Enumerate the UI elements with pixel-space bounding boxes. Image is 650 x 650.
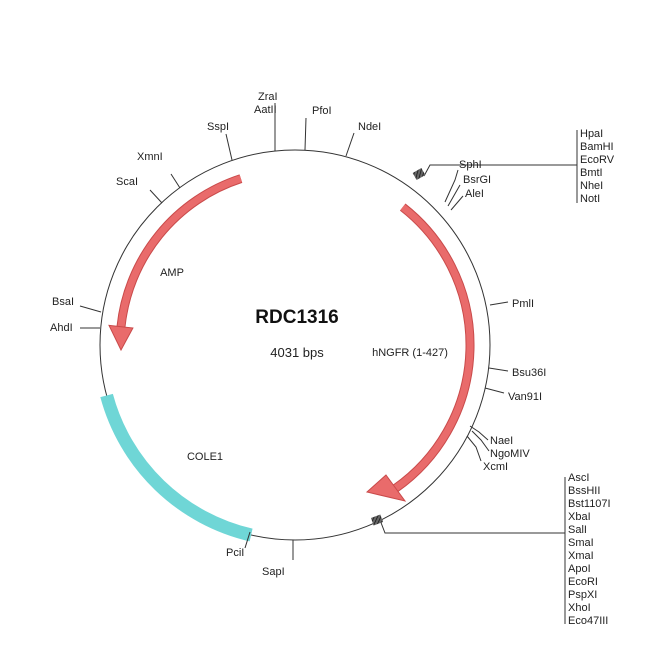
- site-xmni[interactable]: XmnI: [137, 151, 163, 163]
- mcs-site[interactable]: BmtI: [580, 167, 603, 179]
- site-ticks: [79, 103, 578, 624]
- mcs-site[interactable]: XbaI: [568, 511, 591, 523]
- mcs-site[interactable]: Bst1107I: [568, 498, 611, 510]
- site-sspi[interactable]: SspI: [207, 121, 229, 133]
- site-pmli[interactable]: PmlI: [512, 298, 534, 310]
- site-aatii[interactable]: AatII: [254, 104, 277, 116]
- amp-arrow[interactable]: [108, 174, 243, 352]
- site-xcmi[interactable]: XcmI: [483, 461, 508, 473]
- cole1-feature[interactable]: [100, 393, 253, 542]
- mcs-bottom-list: AscI BssHII Bst1107I XbaI SalI SmaI XmaI…: [568, 472, 611, 627]
- plasmid-size: 4031 bps: [270, 345, 324, 360]
- site-pfoi[interactable]: PfoI: [312, 105, 332, 117]
- site-bsu36i[interactable]: Bsu36I: [512, 367, 546, 379]
- mcs-site[interactable]: HpaI: [580, 128, 603, 140]
- mcs-site[interactable]: XhoI: [568, 602, 591, 614]
- site-sapi[interactable]: SapI: [262, 566, 285, 578]
- site-naei[interactable]: NaeI: [490, 435, 513, 447]
- site-ndei[interactable]: NdeI: [358, 121, 381, 133]
- mcs-top-marker: [412, 168, 426, 180]
- cole1-label: COLE1: [187, 451, 223, 463]
- mcs-site[interactable]: BssHII: [568, 485, 600, 497]
- site-bsrgi[interactable]: BsrGI: [463, 174, 491, 186]
- mcs-site[interactable]: XmaI: [568, 550, 594, 562]
- site-alei[interactable]: AleI: [465, 188, 484, 200]
- site-bsai[interactable]: BsaI: [52, 296, 74, 308]
- mcs-site[interactable]: AscI: [568, 472, 589, 484]
- backbone-circle: [99, 149, 491, 541]
- amp-label: AMP: [160, 267, 184, 279]
- hngfr-label: hNGFR (1-427): [372, 347, 448, 359]
- hngfr-arrow[interactable]: [365, 203, 475, 502]
- site-van91i[interactable]: Van91I: [508, 391, 542, 403]
- mcs-top-list: HpaI BamHI EcoRV BmtI NheI NotI: [580, 128, 615, 205]
- mcs-bottom-marker: [370, 514, 384, 526]
- mcs-site[interactable]: SalI: [568, 524, 587, 536]
- mcs-site[interactable]: SmaI: [568, 537, 594, 549]
- site-ahdi[interactable]: AhdI: [50, 322, 73, 334]
- mcs-site[interactable]: EcoRV: [580, 154, 615, 166]
- mcs-site[interactable]: EcoRI: [568, 576, 598, 588]
- plasmid-name: RDC1316: [255, 307, 338, 328]
- mcs-site[interactable]: BamHI: [580, 141, 614, 153]
- site-sphi[interactable]: SphI: [459, 159, 482, 171]
- mcs-site[interactable]: PspXI: [568, 589, 597, 601]
- mcs-site[interactable]: ApoI: [568, 563, 591, 575]
- mcs-site[interactable]: Eco47III: [568, 615, 608, 627]
- mcs-site[interactable]: NotI: [580, 193, 600, 205]
- site-pcii[interactable]: PciI: [226, 547, 244, 559]
- site-zrai[interactable]: ZraI: [258, 91, 278, 103]
- mcs-site[interactable]: NheI: [580, 180, 603, 192]
- site-ngomiv[interactable]: NgoMIV: [490, 448, 530, 460]
- site-scai[interactable]: ScaI: [116, 176, 138, 188]
